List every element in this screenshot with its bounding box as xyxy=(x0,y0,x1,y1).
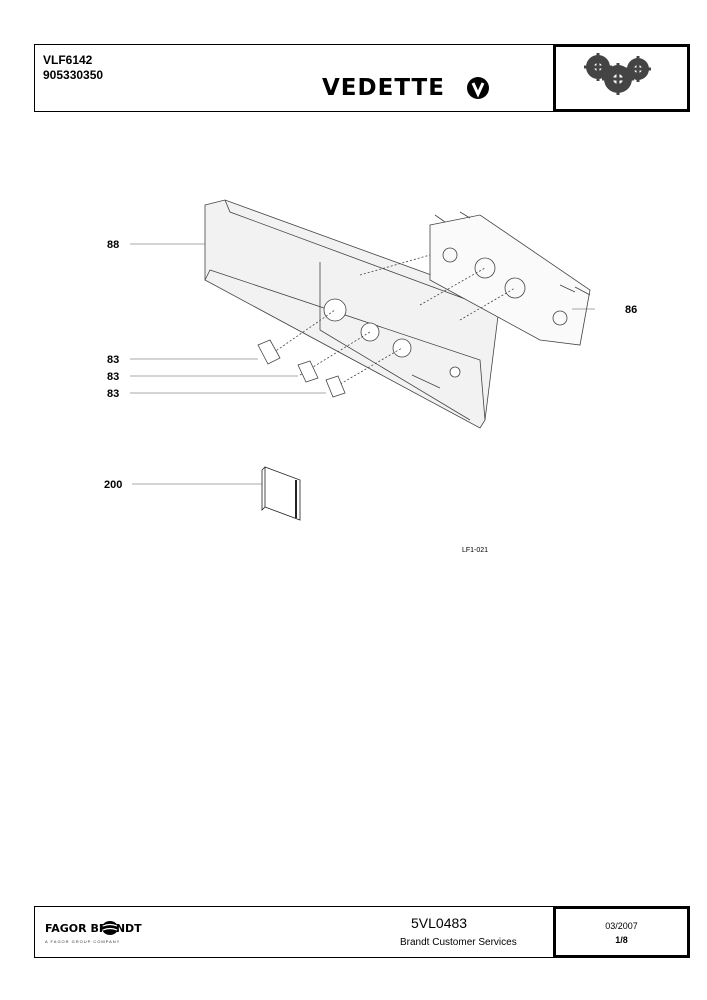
model-info: VLF6142 905330350 xyxy=(43,53,103,83)
footer-block: FAGOR BRANDT A FAGOR GROUP COMPANY 5VL04… xyxy=(34,906,690,958)
callout-83-a: 83 xyxy=(107,354,119,366)
vedette-logo-icon xyxy=(467,77,489,99)
title-block: VLF6142 905330350 VEDETTE xyxy=(34,44,690,112)
callout-86: 86 xyxy=(625,304,637,316)
part-number: 905330350 xyxy=(43,68,104,82)
model-number: VLF6142 xyxy=(43,53,93,67)
fagor-brandt-logo: FAGOR BRANDT xyxy=(45,922,142,935)
callout-83-c: 83 xyxy=(107,388,119,400)
manual-shape xyxy=(264,466,301,521)
knob-3-shape xyxy=(325,375,346,398)
gear-logo-box xyxy=(553,44,690,112)
service-name: Brandt Customer Services xyxy=(400,937,517,948)
callout-88: 88 xyxy=(107,239,119,251)
knob-1-shape xyxy=(257,339,281,365)
callout-83-b: 83 xyxy=(107,371,119,383)
drawing-reference: LF1-021 xyxy=(462,547,488,554)
brand-name: VEDETTE xyxy=(322,75,445,101)
control-module-shape xyxy=(429,214,591,346)
document-date: 03/2007 xyxy=(605,921,638,931)
exploded-view-drawing: 88 86 83 83 83 200 LF1-021 xyxy=(104,199,637,554)
knob-2-shape xyxy=(297,360,319,383)
date-page-box: 03/2007 1/8 xyxy=(553,906,690,958)
page-number: 1/8 xyxy=(615,935,628,945)
fagor-brandt-emblem-icon xyxy=(102,921,118,935)
gears-icon xyxy=(584,53,651,95)
callout-200: 200 xyxy=(104,479,122,491)
company-tagline: A FAGOR GROUP COMPANY xyxy=(45,939,121,944)
document-reference: 5VL0483 xyxy=(411,915,468,931)
